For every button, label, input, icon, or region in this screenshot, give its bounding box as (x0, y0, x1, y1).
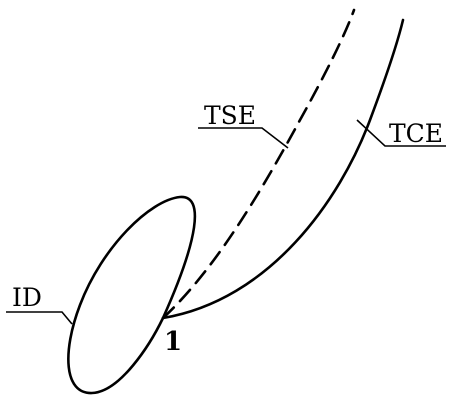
tce-solid-curve (161, 18, 405, 320)
tce-leader-line (356, 119, 446, 147)
tse-label: TSE (204, 101, 256, 130)
id-leader-line (6, 311, 73, 325)
id-label: ID (12, 283, 42, 312)
id-loop-curve (67, 195, 197, 395)
point-1-label: 1 (164, 327, 182, 357)
tse-leader-line (198, 127, 289, 149)
tse-dashed-curve (161, 8, 356, 320)
tce-label: TCE (389, 119, 443, 148)
